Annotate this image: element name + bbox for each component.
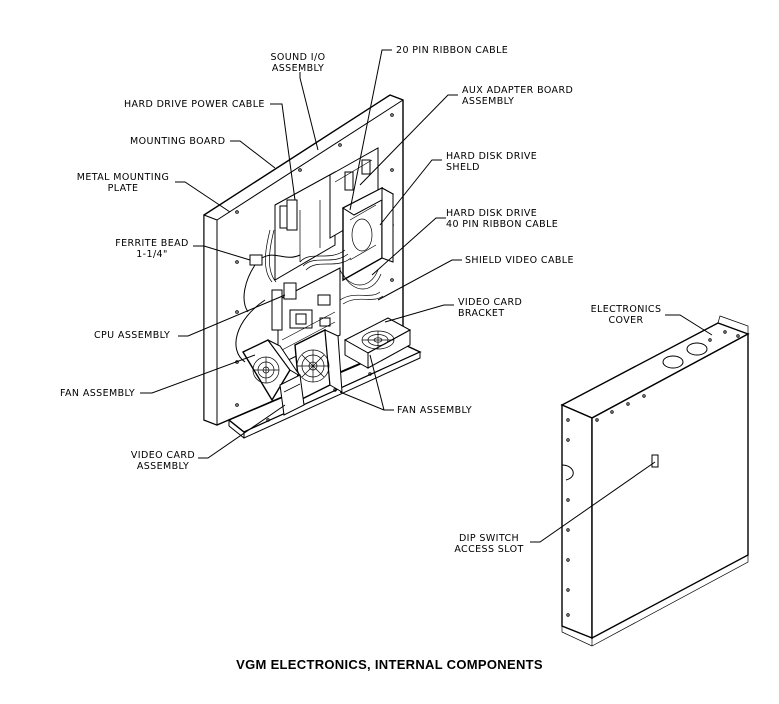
label-mounting-board: MOUNTING BOARD — [130, 136, 226, 147]
leader-lines — [140, 49, 713, 543]
diagram-caption: VGM ELECTRONICS, INTERNAL COMPONENTS — [236, 657, 543, 672]
label-fan-assembly-right: FAN ASSEMBLY — [397, 405, 473, 416]
label-fan-assembly-left: FAN ASSEMBLY — [60, 388, 136, 399]
label-20-pin-ribbon-cable: 20 PIN RIBBON CABLE — [396, 45, 509, 56]
label-hard-drive-power-cable: HARD DRIVE POWER CABLE — [124, 99, 265, 110]
mounting-board-assembly — [203, 94, 422, 439]
label-cpu-assembly: CPU ASSEMBLY — [94, 330, 171, 341]
label-shield-video-cable: SHIELD VIDEO CABLE — [465, 255, 574, 266]
electronics-cover — [560, 315, 750, 647]
